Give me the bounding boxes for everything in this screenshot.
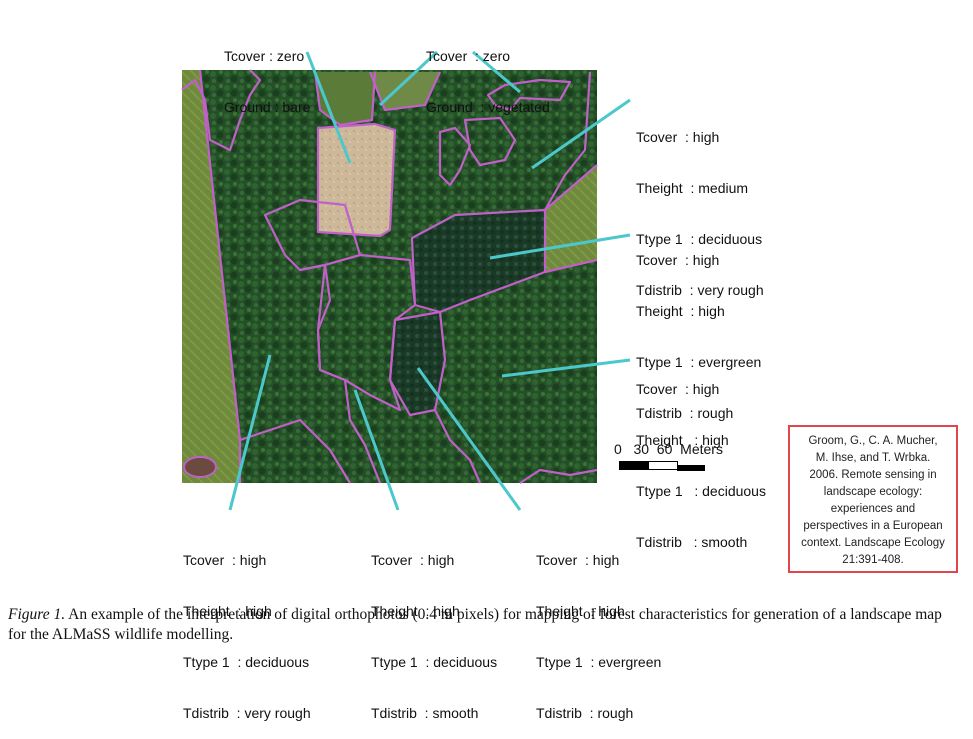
- scale-bar-segment-white: [648, 461, 678, 470]
- citation-line: experiences and: [830, 503, 916, 515]
- citation-line: perspectives in a European: [803, 520, 943, 532]
- label-line: Ttype 1 : deciduous: [636, 483, 766, 499]
- right-field: [545, 165, 597, 272]
- label-evergreen-rough-right: Tcover : high Theight : high Ttype 1 : e…: [636, 218, 761, 439]
- label-line: Ttype 1 : evergreen: [536, 654, 662, 670]
- citation-line: context. Landscape Ecology: [801, 537, 945, 549]
- label-line: Theight : medium: [636, 180, 749, 196]
- citation-box: Groom, G., C. A. Mucher, M. Ihse, and T.…: [788, 425, 958, 573]
- label-line: Theight : high: [536, 603, 625, 619]
- label-line: Theight : high: [636, 432, 729, 448]
- label-vegetated-ground: Tcover : zero Ground : vegetated: [426, 14, 550, 133]
- figure-caption: Figure 1. An example of the interpretati…: [8, 605, 963, 645]
- label-deciduous-medium: Tcover : high Theight : medium Ttype 1 :…: [636, 95, 764, 316]
- scale-bar-segment-black: [619, 461, 649, 470]
- label-line: Ground : bare: [224, 99, 311, 115]
- small-clearing: [183, 456, 217, 478]
- label-line: Ttype 1 : deciduous: [371, 654, 498, 670]
- citation-line: landscape ecology:: [823, 486, 923, 498]
- citation-line: 21:391-408.: [842, 554, 904, 566]
- label-line: Tcover : zero: [426, 48, 511, 64]
- label-line: Tcover : high: [371, 552, 455, 568]
- orthophoto-map: [181, 50, 631, 511]
- label-line: Tdistrib : very rough: [636, 282, 764, 298]
- scale-bar-segment-black: [677, 465, 705, 471]
- figure-label: Figure 1.: [8, 606, 66, 623]
- evergreen-stand: [412, 210, 545, 312]
- bare-patch: [318, 124, 395, 236]
- label-line: Tcover : high: [636, 129, 720, 145]
- scale-bar: 0 30 60 Meters: [614, 441, 764, 481]
- evergreen-stand-lower: [390, 312, 445, 415]
- citation-line: Groom, G., C. A. Mucher,: [808, 435, 938, 447]
- citation-line: 2006. Remote sensing in: [809, 469, 937, 481]
- citation-line: M. Ihse, and T. Wrbka.: [815, 452, 931, 464]
- label-line: Tcover : high: [536, 552, 620, 568]
- label-line: Ttype 1 : deciduous: [636, 231, 763, 247]
- label-line: Tdistrib : smooth: [636, 534, 748, 550]
- label-line: Ttype 1 : deciduous: [183, 654, 310, 670]
- vegetated-patch-right: [370, 72, 440, 110]
- label-line: Tdistrib : rough: [536, 705, 634, 721]
- label-line: Theight : high: [183, 603, 272, 619]
- label-line: Tcover : high: [183, 552, 267, 568]
- label-line: Ttype 1 : evergreen: [636, 354, 762, 370]
- left-field: [182, 70, 240, 483]
- label-line: Ground : vegetated: [426, 99, 550, 115]
- label-line: Tdistrib : very rough: [183, 705, 311, 721]
- scale-bar-ticks: 0 30 60 Meters: [614, 441, 723, 457]
- label-line: Tcover : zero: [224, 48, 305, 64]
- label-line: Tdistrib : rough: [636, 405, 734, 421]
- label-line: Tcover : high: [636, 381, 720, 397]
- leader-lines: [228, 50, 631, 511]
- label-bare-ground: Tcover : zero Ground : bare: [224, 14, 310, 133]
- label-line: Theight : high: [371, 603, 460, 619]
- label-deciduous-smooth-right: Tcover : high Theight : high Ttype 1 : d…: [636, 347, 766, 568]
- label-line: Tdistrib : smooth: [371, 705, 479, 721]
- label-line: Tcover : high: [636, 252, 720, 268]
- caption-text: An example of the interpretation of digi…: [8, 606, 942, 643]
- label-line: Theight : high: [636, 303, 725, 319]
